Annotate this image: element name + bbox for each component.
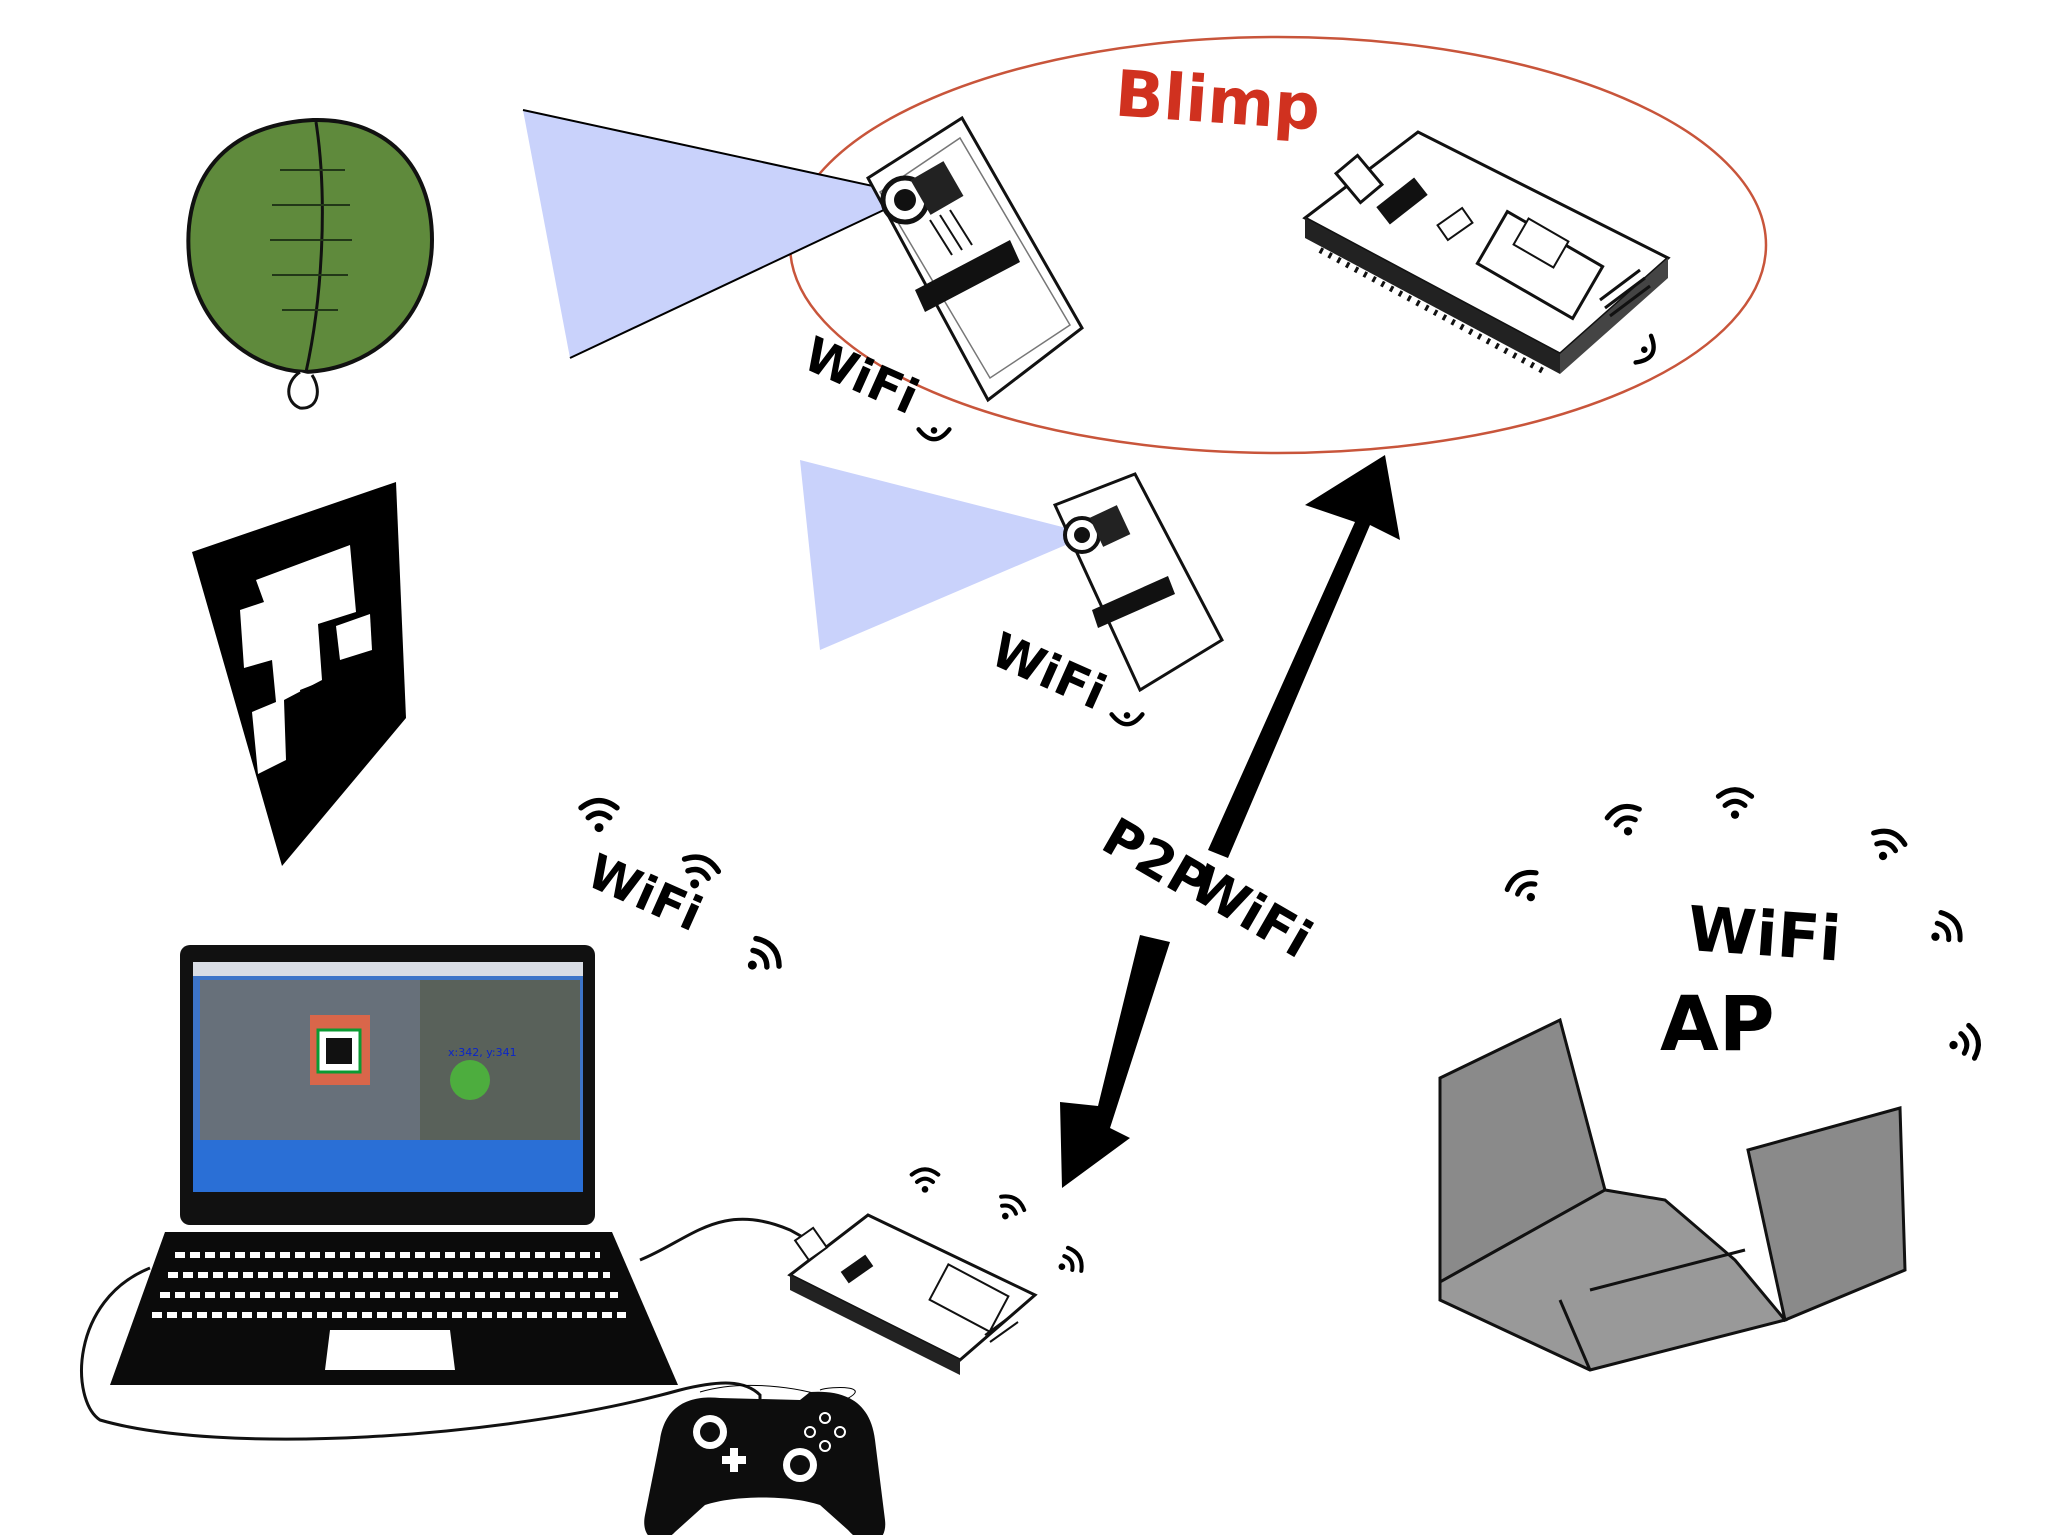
laptop: x:342, y:341 <box>110 945 678 1385</box>
camera-module-ground <box>1052 472 1224 693</box>
wifi-icon-router-1 <box>1504 867 1547 909</box>
wifi-icon-esp-ground-3 <box>1050 1243 1088 1282</box>
fiducial-marker <box>192 482 406 866</box>
wifi-icon-laptop-1 <box>581 801 617 833</box>
wifi-icon-router-5 <box>1922 909 1965 953</box>
wifi-icon-router-3 <box>1718 790 1751 819</box>
wifi-icon-laptop-3 <box>737 934 784 982</box>
p2p-link-arrow <box>1060 455 1400 1188</box>
blimp-label: Blimp <box>1113 58 1323 146</box>
p2p-wifi-label: WiFi <box>1180 854 1321 970</box>
wifi-icon-esp-ground-1 <box>909 1167 941 1195</box>
wifi-icon-router-4 <box>1866 827 1907 866</box>
usb-cable-gamepad <box>80 1266 762 1441</box>
wifi-icon-router-2 <box>1605 803 1645 840</box>
wifi-label-camera-top: WiFi <box>795 326 926 425</box>
wifi-icon-esp-ground-2 <box>990 1190 1029 1228</box>
camera-fov-top <box>523 110 905 358</box>
wifi-router <box>1438 1017 1907 1372</box>
balloon-icon <box>186 117 435 410</box>
camera-fov-ground <box>800 460 1082 650</box>
router-label-ap: AP <box>1660 979 1775 1068</box>
wifi-icon-esp-blimp <box>1634 335 1660 368</box>
esp-board-blimp <box>1302 130 1671 375</box>
screen-overlay-text: x:342, y:341 <box>448 1046 517 1059</box>
wifi-label-camera-ground: WiFi <box>983 622 1114 721</box>
esp-board-ground <box>787 1213 1038 1375</box>
wifi-icon-router-6 <box>1947 1024 1982 1062</box>
router-label-wifi: WiFi <box>1685 892 1843 976</box>
usb-cable-esp <box>639 1217 809 1262</box>
camera-module-top <box>866 115 1084 403</box>
gamepad-icon <box>644 1384 886 1535</box>
wifi-icon-camera-top <box>919 427 950 439</box>
wifi-icon-camera-ground <box>1112 712 1143 724</box>
